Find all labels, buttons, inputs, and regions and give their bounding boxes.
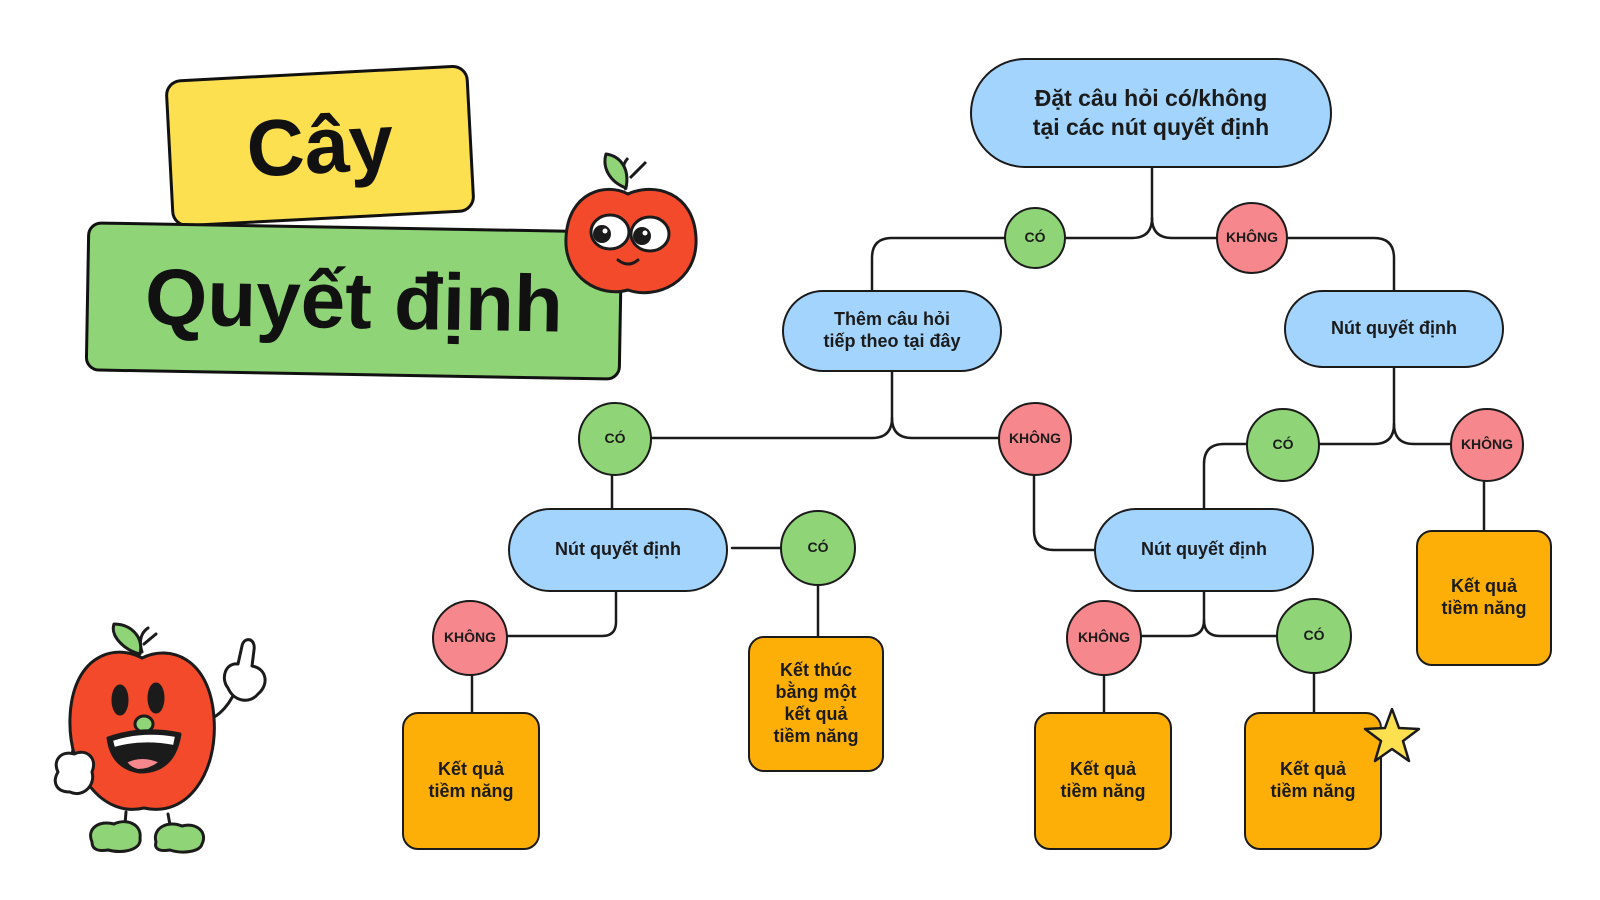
no-circle-right: KHÔNG xyxy=(1450,408,1524,482)
result-box-bottom-mid: Kết quả tiềm năng xyxy=(1034,712,1172,850)
no-circle-left: KHÔNG xyxy=(998,402,1072,476)
no-circle-mid-right: KHÔNG xyxy=(1066,600,1142,676)
yes-circle-right: CÓ xyxy=(1246,408,1320,482)
title-card-bottom: Quyết định xyxy=(84,221,624,381)
title-card-top: Cây xyxy=(164,64,476,228)
result-box-bottom-left: Kết quả tiềm năng xyxy=(402,712,540,850)
apple-character-icon xyxy=(53,622,267,854)
yes-circle-left: CÓ xyxy=(578,402,652,476)
title-line-1: Cây xyxy=(244,97,396,194)
yes-circle-mid-right: CÓ xyxy=(1276,598,1352,674)
star-icon xyxy=(1363,707,1421,763)
result-box-bottom-right: Kết quả tiềm năng xyxy=(1244,712,1382,850)
no-circle-root: KHÔNG xyxy=(1216,202,1288,274)
decision-node-mid-right: Nút quyết định xyxy=(1094,508,1314,592)
yes-circle-mid-left: CÓ xyxy=(780,510,856,586)
result-box-right: Kết quả tiềm năng xyxy=(1416,530,1552,666)
decision-node-right: Nút quyết định xyxy=(1284,290,1504,368)
yes-circle-root: CÓ xyxy=(1004,207,1066,269)
apple-mascot-icon xyxy=(564,152,698,295)
decision-node-mid-left: Nút quyết định xyxy=(508,508,728,592)
result-box-end: Kết thúc bằng một kết quả tiềm năng xyxy=(748,636,884,772)
title-line-2: Quyết định xyxy=(144,252,564,349)
follow-up-question-node: Thêm câu hỏi tiếp theo tại đây xyxy=(782,290,1002,372)
root-question-node: Đặt câu hỏi có/không tại các nút quyết đ… xyxy=(970,58,1332,168)
no-circle-mid-left: KHÔNG xyxy=(432,600,508,676)
